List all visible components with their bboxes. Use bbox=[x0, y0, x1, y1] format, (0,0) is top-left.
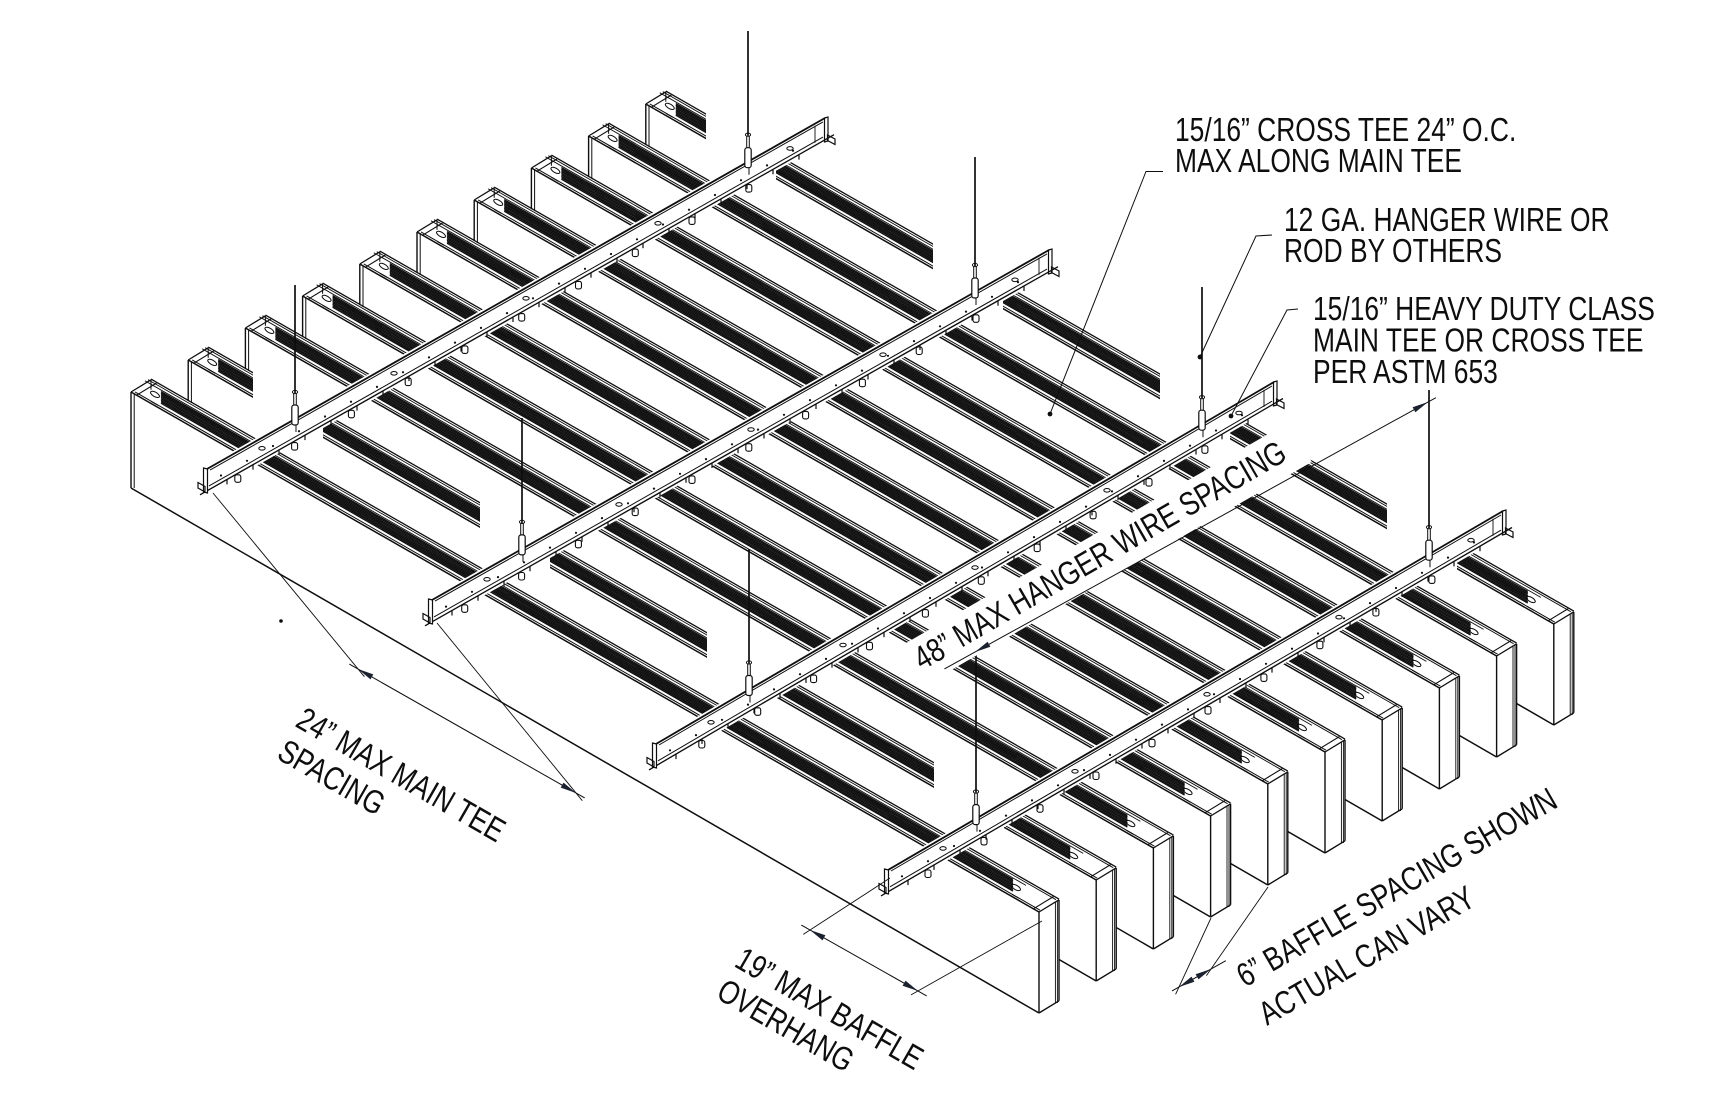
svg-text:PER ASTM 653: PER ASTM 653 bbox=[1313, 354, 1498, 390]
svg-text:MAX ALONG MAIN TEE: MAX ALONG MAIN TEE bbox=[1175, 143, 1462, 179]
svg-text:12 GA. HANGER WIRE OR: 12 GA. HANGER WIRE OR bbox=[1284, 202, 1610, 238]
svg-text:MAIN TEE OR CROSS TEE: MAIN TEE OR CROSS TEE bbox=[1313, 323, 1643, 359]
svg-text:15/16” CROSS TEE 24” O.C.: 15/16” CROSS TEE 24” O.C. bbox=[1175, 112, 1516, 148]
svg-text:ROD BY OTHERS: ROD BY OTHERS bbox=[1284, 233, 1502, 269]
svg-text:15/16” HEAVY DUTY CLASS: 15/16” HEAVY DUTY CLASS bbox=[1313, 291, 1655, 327]
